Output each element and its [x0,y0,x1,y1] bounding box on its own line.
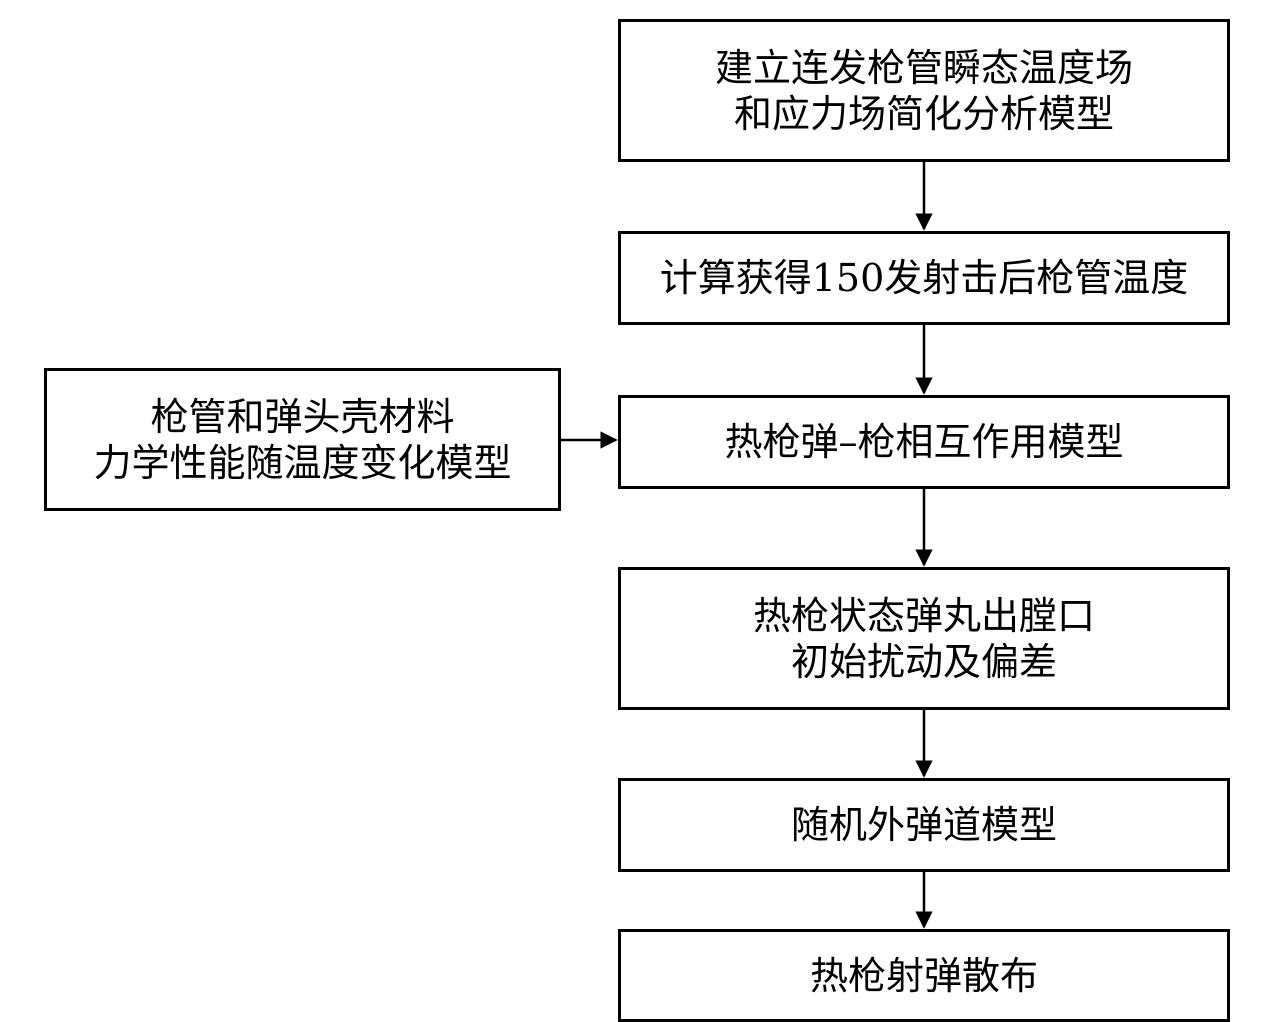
node-step4-line2: 初始扰动及偏差 [790,639,1057,684]
node-step5: 随机外弹道模型 [618,778,1230,872]
node-step3-line1: 热枪弹–枪相互作用模型 [724,420,1124,464]
node-step1-line1: 建立连发枪管瞬态温度场 [714,45,1133,90]
node-step1-line2: 和应力场简化分析模型 [733,91,1114,136]
node-step6: 热枪射弹散布 [618,929,1230,1022]
node-step4: 热枪状态弹丸出膛口 初始扰动及偏差 [618,567,1230,710]
node-step2: 计算获得150发射击后枪管温度 [618,231,1230,325]
node-step4-line1: 热枪状态弹丸出膛口 [752,593,1095,638]
node-step2-line1: 计算获得150发射击后枪管温度 [659,256,1189,300]
node-step5-line1: 随机外弹道模型 [790,803,1057,847]
node-side-input-line2: 力学性能随温度变化模型 [93,440,512,485]
node-step3: 热枪弹–枪相互作用模型 [618,395,1230,489]
node-side-input: 枪管和弹头壳材料 力学性能随温度变化模型 [44,368,561,511]
node-step1: 建立连发枪管瞬态温度场 和应力场简化分析模型 [618,19,1230,162]
node-side-input-line1: 枪管和弹头壳材料 [150,394,455,439]
node-step6-line1: 热枪射弹散布 [809,953,1038,998]
